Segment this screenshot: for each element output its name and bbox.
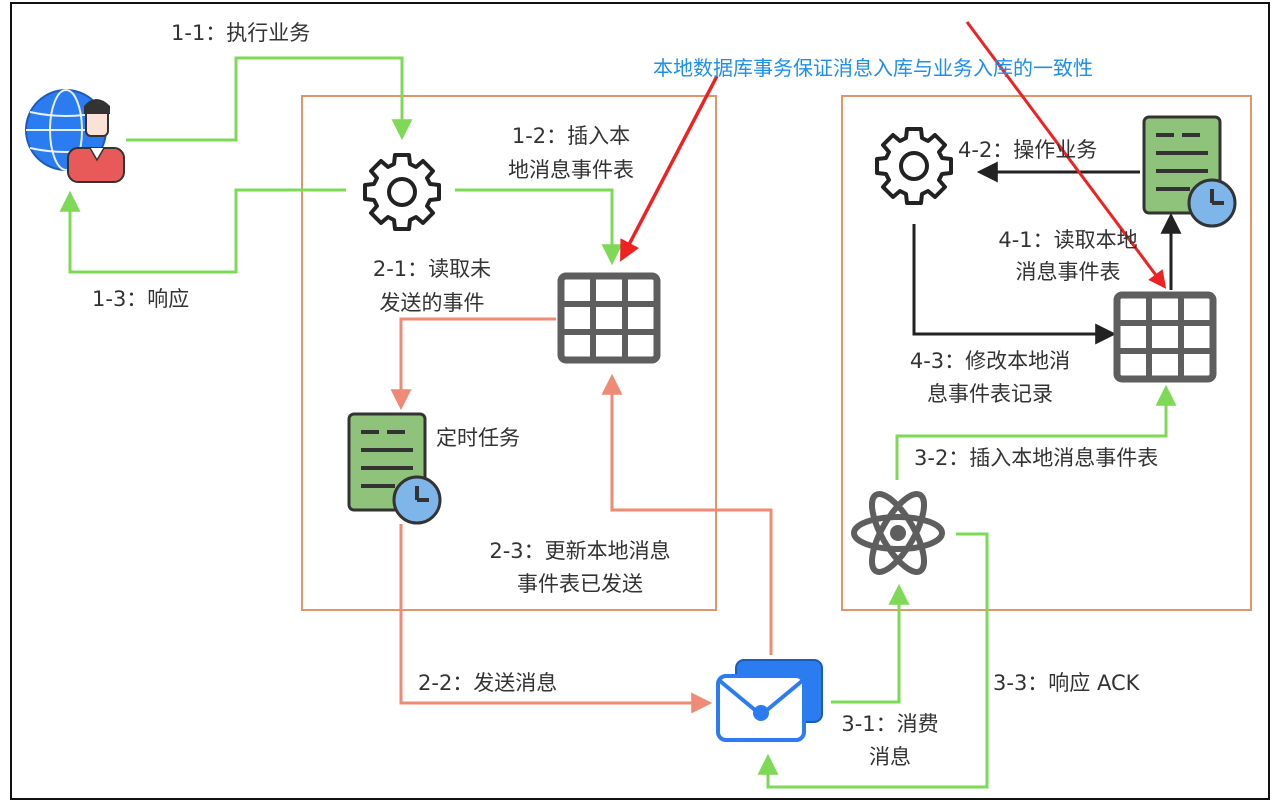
label-4-3-line1: 4-3：修改本地消 xyxy=(910,349,1070,373)
annotation-arrow-left xyxy=(620,75,719,262)
label-4-3-line2: 息事件表记录 xyxy=(927,382,1053,406)
gear-icon-service-a xyxy=(363,153,441,231)
label-3-2: 3-2：插入本地消息事件表 xyxy=(914,446,1158,470)
arrow-1-3 xyxy=(59,188,346,274)
outer-frame xyxy=(10,2,1270,800)
label-3-1-line2: 消息 xyxy=(869,745,911,769)
label-1-2-line1: 1-2：插入本 xyxy=(512,124,630,148)
table-grid-icon-service-a xyxy=(561,276,657,360)
label-4-1-line2: 消息事件表 xyxy=(1016,260,1121,284)
label-2-3-line2: 事件表已发送 xyxy=(517,572,643,596)
label-1-3: 1-3：响应 xyxy=(92,287,189,311)
arrow-3-1 xyxy=(831,583,910,704)
label-3-1-line1: 3-1：消费 xyxy=(841,712,938,736)
arrow-1-1 xyxy=(126,56,413,142)
label-1-2-line2: 地消息事件表 xyxy=(508,158,634,182)
label-4-1-line1: 4-1：读取本地 xyxy=(998,228,1137,252)
arrow-4-3 xyxy=(912,224,1117,345)
arrow-3-3 xyxy=(757,532,989,789)
table-grid-icon-service-b xyxy=(1117,295,1213,379)
user-globe-icon xyxy=(25,89,125,183)
arrow-2-2 xyxy=(399,524,713,714)
mail-envelope-icon xyxy=(716,659,823,742)
scheduled-document-icon-service-a xyxy=(347,412,442,525)
arrow-2-1 xyxy=(390,317,556,411)
label-2-2: 2-2：发送消息 xyxy=(418,671,557,695)
gear-icon-service-b xyxy=(875,127,953,205)
arrow-2-3 xyxy=(601,373,773,655)
scheduled-document-icon-service-b xyxy=(1142,115,1237,228)
annotation-arrow-right xyxy=(965,21,1167,289)
label-3-3: 3-3：响应 ACK xyxy=(993,671,1141,695)
label-4-2: 4-2：操作业务 xyxy=(958,138,1097,162)
consistency-annotation: 本地数据库事务保证消息入库与业务入库的一致性 xyxy=(653,56,1093,80)
label-2-3-line1: 2-3：更新本地消息 xyxy=(489,539,670,563)
label-1-1: 1-1：执行业务 xyxy=(171,21,310,45)
labels-group: 1-1：执行业务 1-2：插入本 地消息事件表 1-3：响应 2-1：读取未 发… xyxy=(92,21,1158,769)
label-2-1-line2: 发送的事件 xyxy=(380,291,485,315)
service-a-box xyxy=(301,95,717,611)
arrow-3-2 xyxy=(895,384,1177,480)
label-2-1-line1: 2-1：读取未 xyxy=(373,257,491,281)
arrow-1-2 xyxy=(455,188,623,266)
atom-icon xyxy=(851,491,945,575)
service-b-box xyxy=(841,95,1252,611)
label-timer-task: 定时任务 xyxy=(436,426,520,450)
